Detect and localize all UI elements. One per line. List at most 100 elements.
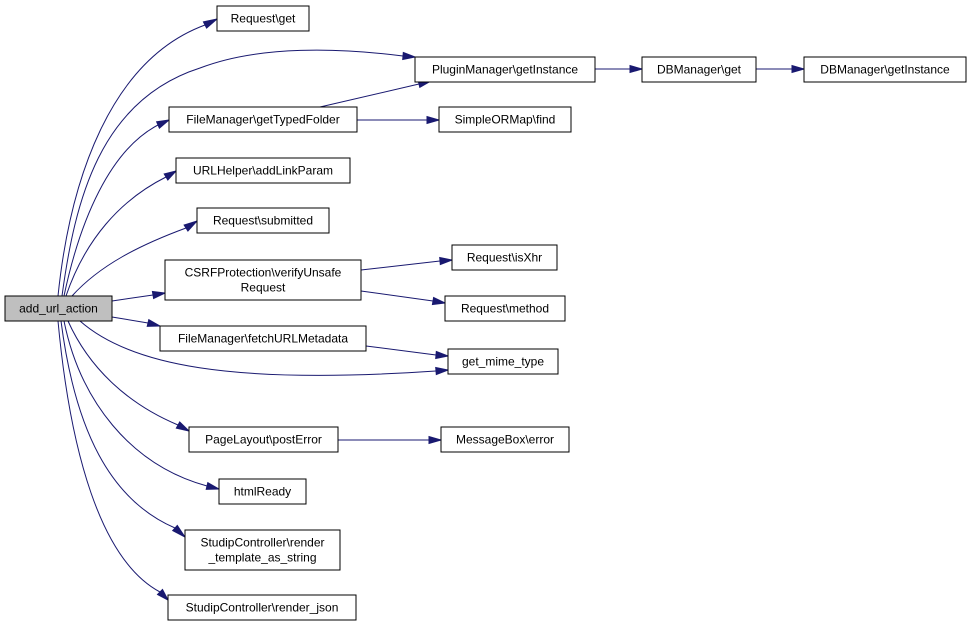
edge-line [71,227,187,297]
node-label: CSRFProtection\verifyUnsafe [185,266,342,280]
edge-line [319,83,420,108]
node-pluginmanager_getinstance[interactable]: PluginManager\getInstance [414,56,596,83]
edge-add_url_action-to-request_submitted [71,219,199,297]
node-request_get[interactable]: Request\get [216,5,310,32]
edge-line [111,294,154,302]
edge-line [360,260,441,271]
node-label: SimpleORMap\find [455,113,556,127]
node-box [168,106,358,133]
node-box [196,207,330,234]
nodes-layer: add_url_action Request\getPluginManager\g… [4,5,967,621]
node-label: Request [241,281,286,295]
edge-line [57,24,206,297]
node-dbmanager_get[interactable]: DBManager\get [641,56,757,83]
arrowhead-icon [439,256,454,266]
node-box [188,426,339,453]
node-filemanager_gettypedfolder[interactable]: FileManager\getTypedFolder [168,106,358,133]
edge-line [65,176,167,297]
edge-add_url_action-to-urlhelper_addlinkparam [65,170,178,297]
node-label: FileManager\getTypedFolder [186,113,339,127]
edge-csrfprotection_verifyunsaferequest-to-request_isxhr [360,256,454,271]
node-htmlready[interactable]: htmlReady [218,478,307,505]
node-box [803,56,967,83]
edge-add_url_action-to-studipcontroller_render_json [57,320,170,602]
node-studipcontroller_render_json[interactable]: StudipController\render_json [167,594,357,621]
node-label: PageLayout\postError [205,433,322,447]
node-label: add_url_action [19,302,98,316]
node-dbmanager_getinstance[interactable]: DBManager\getInstance [803,56,967,83]
node-box [440,426,570,453]
node-request_method[interactable]: Request\method [444,295,566,322]
edge-dbmanager_get-to-dbmanager_getinstance [756,64,806,74]
node-label: FileManager\fetchURLMetadata [178,332,348,346]
edge-add_url_action-to-pagelayout_posterror [67,320,191,432]
node-add_url_action[interactable]: add_url_action [4,295,113,322]
arrowhead-icon [402,51,417,61]
arrowhead-icon [146,318,162,327]
edge-add_url_action-to-htmlready [63,320,221,490]
arrowhead-icon [431,296,447,306]
node-label: Request\isXhr [467,251,542,265]
edge-line [63,320,208,487]
edge-filemanager_gettypedfolder-to-pluginmanager_getinstance [319,80,433,108]
arrowhead-icon [629,64,644,74]
arrowhead-icon [426,115,441,125]
node-messagebox_error[interactable]: MessageBox\error [440,426,570,453]
edge-line [360,290,434,302]
node-box [447,348,559,375]
edges-layer [57,18,806,602]
edge-add_url_action-to-pluginmanager_getinstance [61,49,417,297]
arrowhead-icon [155,119,171,130]
edge-add_url_action-to-studipcontroller_render_template_as_string [60,320,186,538]
arrowhead-icon [183,219,199,232]
arrowhead-icon [205,481,221,490]
arrowhead-icon [428,435,443,445]
edge-line [111,316,149,324]
node-label: Request\get [231,12,296,26]
node-get_mime_type[interactable]: get_mime_type [447,348,559,375]
node-box [216,5,310,32]
edge-add_url_action-to-filemanager_fetchurlmetadata [111,316,162,327]
node-filemanager_fetchurlmetadata[interactable]: FileManager\fetchURLMetadata [159,325,367,352]
arrowhead-icon [202,18,219,29]
node-label: MessageBox\error [456,433,554,447]
edge-line [61,49,404,297]
node-request_submitted[interactable]: Request\submitted [196,207,330,234]
arrowhead-icon [151,290,167,300]
node-box [175,157,351,184]
node-label: URLHelper\addLinkParam [193,164,333,178]
node-studipcontroller_render_template_as_string[interactable]: StudipController\render_template_as_stri… [184,529,341,571]
arrowhead-icon [435,350,450,360]
node-urlhelper_addlinkparam[interactable]: URLHelper\addLinkParam [175,157,351,184]
node-box [218,478,307,505]
node-simpleormap_find[interactable]: SimpleORMap\find [438,106,572,133]
edge-add_url_action-to-request_get [57,18,219,297]
edge-line [365,345,437,356]
node-box [159,325,367,352]
arrowhead-icon [175,421,191,432]
node-request_isxhr[interactable]: Request\isXhr [451,244,558,271]
node-label: DBManager\get [657,63,742,77]
edge-line [67,320,179,426]
edge-filemanager_fetchurlmetadata-to-get_mime_type [365,345,450,360]
node-label: PluginManager\getInstance [432,63,578,77]
node-pagelayout_posterror[interactable]: PageLayout\postError [188,426,339,453]
node-box [167,594,357,621]
edge-add_url_action-to-filemanager_gettypedfolder [63,119,171,297]
node-box [4,295,113,322]
arrowhead-icon [156,588,170,602]
arrowhead-icon [791,64,806,74]
node-box [164,259,362,301]
edge-line [63,124,159,297]
node-box [414,56,596,83]
edge-add_url_action-to-get_mime_type [79,320,450,376]
node-box [451,244,558,271]
node-box [438,106,572,133]
edge-line [60,320,176,529]
node-label: get_mime_type [462,355,544,369]
node-label: _template_as_string [207,551,316,565]
node-label: htmlReady [234,485,291,499]
node-box [641,56,757,83]
